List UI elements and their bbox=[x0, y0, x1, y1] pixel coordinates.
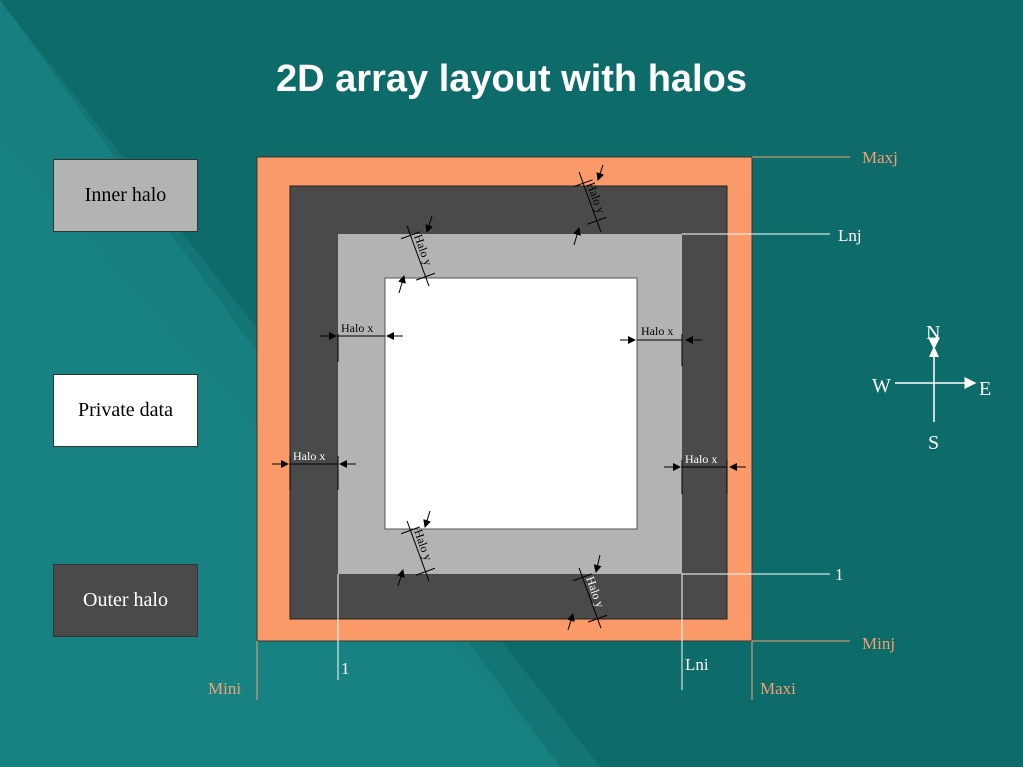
halo-y-arrow bbox=[397, 569, 405, 587]
maxi-label: Maxi bbox=[760, 679, 796, 698]
compass: N S W E bbox=[872, 322, 991, 454]
north-arrow-icon bbox=[929, 346, 939, 357]
halo-x-label: Halo x bbox=[293, 449, 325, 463]
slide-title: 2D array layout with halos bbox=[276, 58, 747, 100]
legend-outer-halo-label: Outer halo bbox=[83, 589, 168, 611]
halo-x-inner-left: Halo x bbox=[320, 321, 403, 362]
legend-outer-halo: Outer halo bbox=[53, 564, 198, 637]
legend-private-data: Private data bbox=[53, 374, 198, 447]
one-i-label: 1 bbox=[341, 659, 350, 678]
halo-y-arrow bbox=[423, 510, 431, 528]
legend-inner-halo-label: Inner halo bbox=[84, 184, 167, 206]
mini-label: Mini bbox=[208, 679, 241, 698]
compass-e: E bbox=[979, 378, 991, 400]
maxj-label: Maxj bbox=[862, 148, 898, 167]
halo-x-label: Halo x bbox=[685, 452, 717, 466]
halo-x-outer-right: Halo x bbox=[664, 452, 746, 494]
legend-private-data-label: Private data bbox=[78, 399, 173, 421]
halo-x-label: Halo x bbox=[641, 324, 673, 338]
private-data-region bbox=[384, 277, 638, 530]
halo-x-outer-left: Halo x bbox=[272, 449, 356, 490]
halo-y-arrow bbox=[573, 227, 581, 246]
lni-label: Lni bbox=[685, 655, 709, 674]
minj-label: Minj bbox=[862, 634, 895, 653]
halo-y-arrow bbox=[596, 164, 605, 181]
compass-w: W bbox=[872, 375, 891, 397]
halo-y-arrow bbox=[593, 554, 602, 573]
compass-n: N bbox=[926, 322, 940, 344]
compass-s: S bbox=[928, 432, 939, 454]
halo-y-arrow bbox=[567, 613, 575, 631]
halo-y-arrow bbox=[425, 215, 433, 233]
lnj-label: Lnj bbox=[838, 226, 862, 245]
halo-y-arrow bbox=[398, 275, 406, 294]
one-j-label: 1 bbox=[835, 565, 844, 584]
legend-inner-halo: Inner halo bbox=[53, 159, 198, 232]
halo-x-label: Halo x bbox=[341, 321, 373, 335]
halo-x-inner-right: Halo x bbox=[620, 324, 702, 366]
